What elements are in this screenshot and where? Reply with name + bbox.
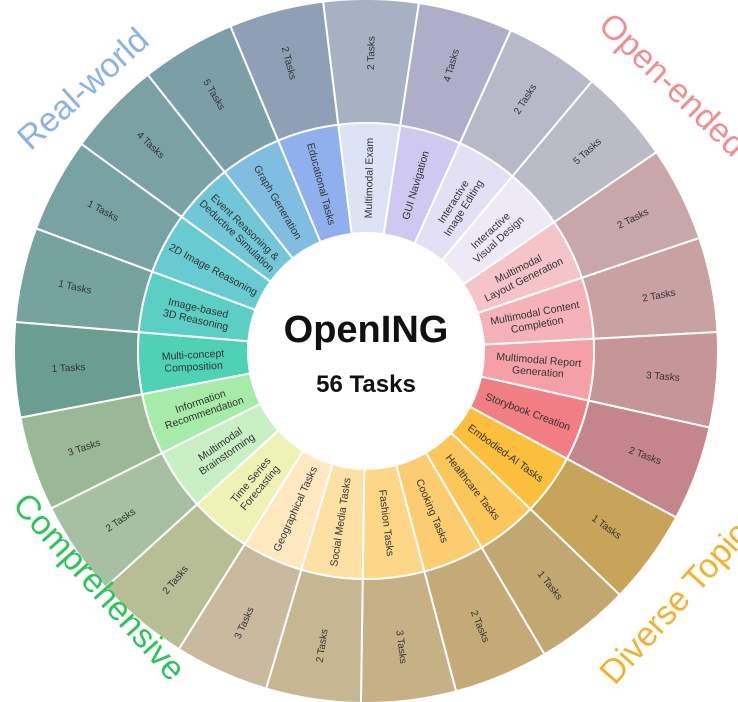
center-subtitle: 56 Tasks (316, 371, 416, 398)
inner-segment-label: Multimodal ReportGeneration (495, 351, 582, 382)
outer-segment-label-line: 2 Tasks (315, 628, 331, 663)
outer-segment-label-line: 2 Tasks (366, 36, 377, 70)
inner-segment-label-line: Multimodal Exam (363, 137, 376, 218)
outer-segment-label: 3 Tasks (646, 370, 681, 384)
outer-segment-label: 2 Tasks (315, 628, 331, 663)
outer-segment-label-line: 1 Tasks (51, 362, 85, 375)
inner-segment-label: Multimodal Exam (363, 137, 376, 218)
inner-segment-label-line: Composition (164, 360, 223, 375)
inner-segment-label-line: Multi-concept (161, 348, 224, 363)
inner-segment-label-line: Generation (511, 364, 564, 380)
outer-segment-label: 3 Tasks (393, 630, 408, 665)
center-title: OpenING (284, 309, 449, 351)
wheel-center: OpenING 56 Tasks (248, 233, 484, 469)
outer-segment-label-line: 3 Tasks (393, 630, 408, 665)
inner-segment-label: Multi-conceptComposition (161, 348, 225, 375)
outer-segment-label: 1 Tasks (51, 362, 85, 375)
center-circle (248, 233, 484, 469)
outer-segment-label: 2 Tasks (366, 36, 377, 70)
outer-segment-label-line: 3 Tasks (646, 370, 681, 384)
